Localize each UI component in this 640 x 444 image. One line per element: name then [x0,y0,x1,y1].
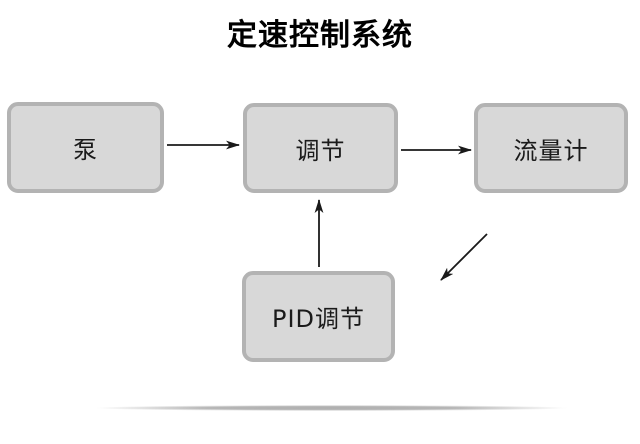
node-flowmeter: 流量计 [474,103,628,193]
node-regulator-label: 调节 [295,136,346,165]
bottom-divider [95,405,568,411]
arrow-flowmeter-to-pid [440,233,488,281]
node-pump-label: 泵 [73,136,98,164]
node-pump: 泵 [7,102,164,193]
node-regulator: 调节 [243,103,398,193]
page-title: 定速控制系统 [227,18,413,53]
node-flowmeter-label: 流量计 [513,136,589,165]
node-pid-label: PID调节 [271,305,366,333]
node-pid: PID调节 [242,271,395,362]
